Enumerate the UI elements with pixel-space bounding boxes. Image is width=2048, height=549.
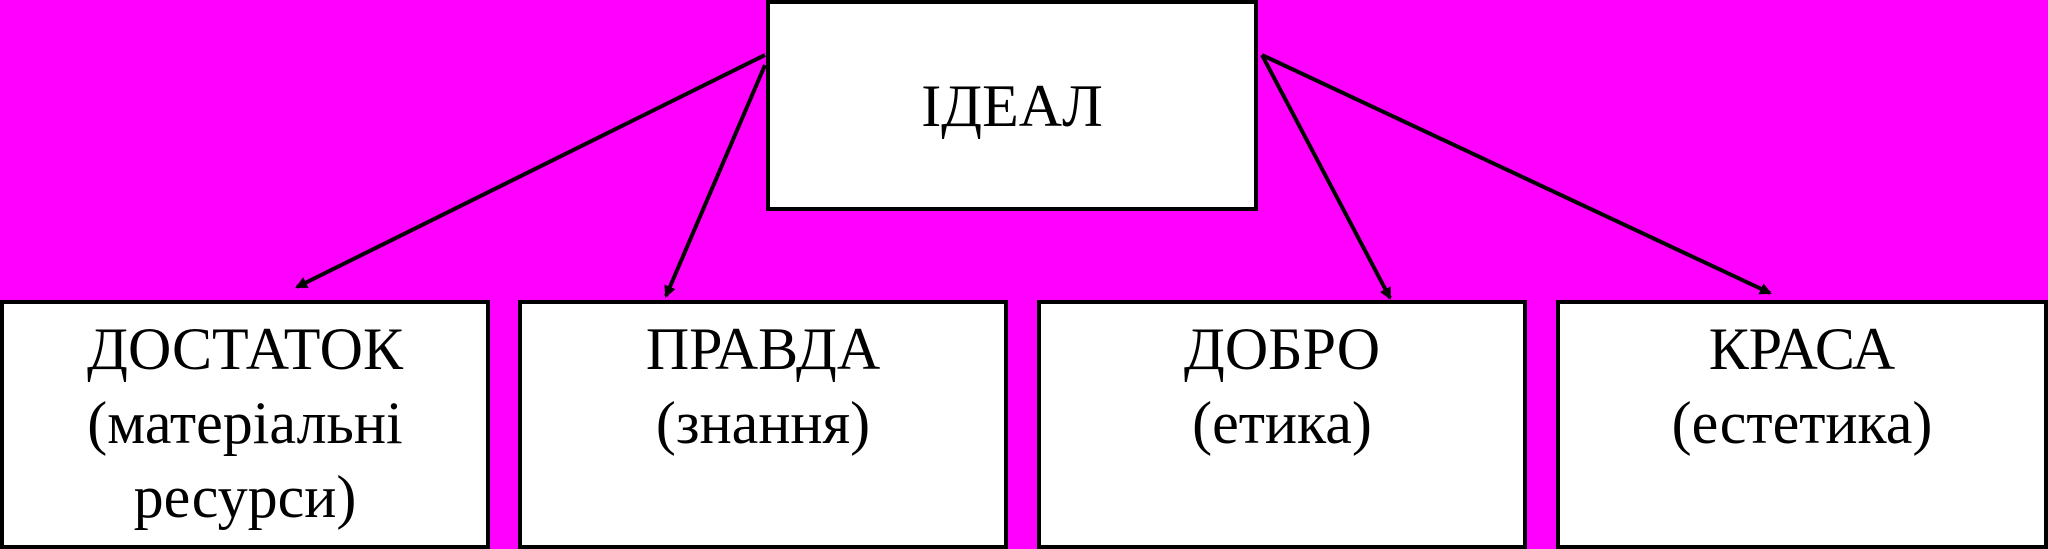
child-subtitle-line: (естетика) — [1671, 390, 1933, 456]
arrow-root-to-child-3 — [1261, 53, 1772, 295]
child-title: ДОСТАТОК — [87, 316, 403, 382]
child-title: ДОБРО — [1183, 316, 1381, 382]
child-subtitle-line: ресурси) — [133, 464, 357, 530]
arrow-root-to-child-0 — [295, 53, 766, 289]
child-node-krasa: КРАСА (естетика) — [1556, 300, 2048, 549]
arrow-root-to-child-1 — [664, 64, 767, 298]
child-node-pravda: ПРАВДА (знання) — [518, 300, 1008, 549]
child-subtitle-line: (етика) — [1192, 390, 1372, 456]
arrow-root-to-child-2 — [1260, 54, 1392, 300]
root-node-ideal: ІДЕАЛ — [766, 0, 1258, 211]
root-label: ІДЕАЛ — [921, 72, 1103, 139]
child-node-dobro: ДОБРО (етика) — [1037, 300, 1527, 549]
child-title: ПРАВДА — [645, 316, 881, 382]
child-subtitle-line: (знання) — [655, 390, 871, 456]
child-subtitle-line: (матеріальні — [87, 390, 403, 456]
child-title: КРАСА — [1708, 316, 1896, 382]
child-node-dostatok: ДОСТАТОК (матеріальні ресурси) — [0, 300, 490, 549]
